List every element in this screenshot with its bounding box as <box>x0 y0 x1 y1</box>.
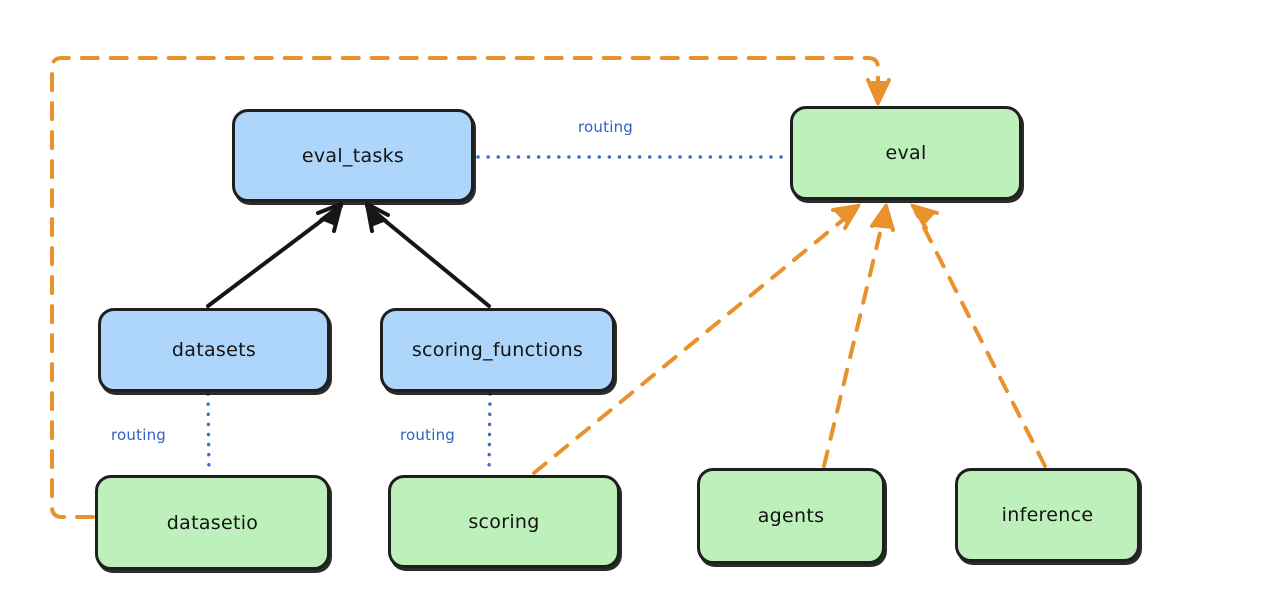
edge-datasets-to-datasetio <box>206 392 211 476</box>
node-label: datasetio <box>166 511 259 534</box>
node-datasetio[interactable]: datasetio <box>95 475 330 570</box>
edge-label-routing-scoring-functions-scoring: routing <box>400 426 455 444</box>
node-eval-tasks[interactable]: eval_tasks <box>232 109 474 202</box>
node-label: eval <box>885 142 927 164</box>
edge-scoring_functions-to-scoring <box>487 392 492 476</box>
edge-scoring-to-eval <box>532 203 862 475</box>
node-agents[interactable]: agents <box>697 468 885 564</box>
node-label: scoring_functions <box>411 339 584 361</box>
node-label: agents <box>757 505 825 527</box>
edge-datasets-to-eval_tasks <box>206 201 343 308</box>
edge-scoring_functions-to-eval_tasks <box>365 201 491 308</box>
edge-agents-to-eval <box>822 202 895 468</box>
node-inference[interactable]: inference <box>955 468 1140 562</box>
edge-label-routing-eval-tasks-eval: routing <box>578 118 633 136</box>
node-eval[interactable]: eval <box>790 106 1022 200</box>
node-scoring-functions[interactable]: scoring_functions <box>380 308 615 392</box>
node-label: eval_tasks <box>301 144 405 167</box>
edge-label-routing-datasets-datasetio: routing <box>111 426 166 444</box>
edge-datasetio-to-eval <box>50 56 891 519</box>
node-scoring[interactable]: scoring <box>388 475 620 568</box>
node-label: inference <box>1001 504 1094 526</box>
edge-inference-to-eval <box>909 203 1047 468</box>
node-datasets[interactable]: datasets <box>98 308 330 392</box>
node-label: scoring <box>468 510 540 533</box>
node-label: datasets <box>171 339 257 361</box>
